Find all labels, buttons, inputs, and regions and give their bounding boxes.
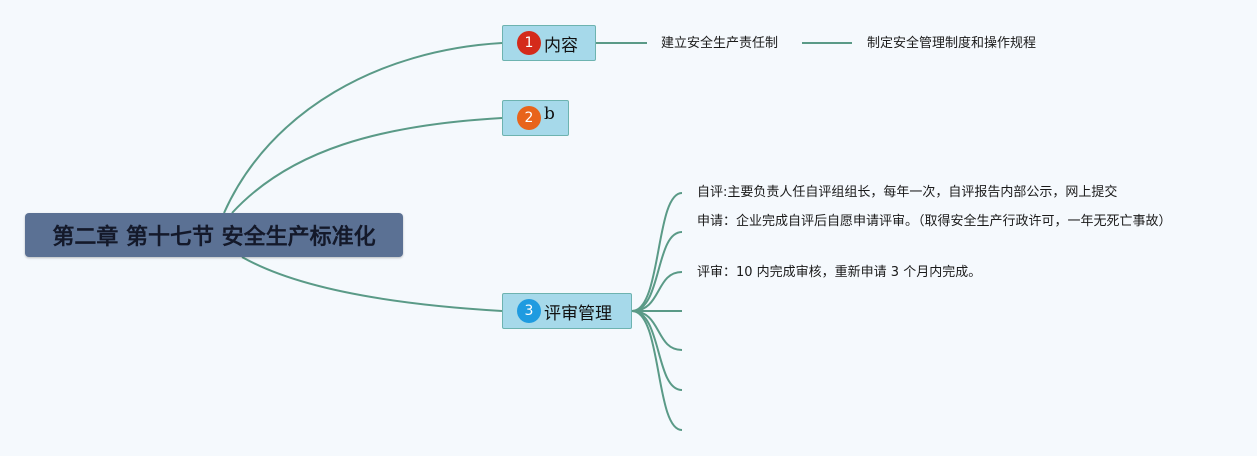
subtopic-application[interactable]: 申请：企业完成自评后自愿申请评审。（取得安全生产行政许可，一年无死亡事故） [697, 214, 1172, 229]
root-topic-title: 第二章 第十七节 安全生产标准化 [52, 225, 376, 250]
subtopic-review[interactable]: 评审：10 内完成审核，重新申请 3 个月内完成。 [697, 265, 982, 280]
connector-branch-3-child-1 [631, 192, 683, 312]
connector-branch-3-child-3 [631, 271, 683, 312]
number-badge-3: 3 [517, 299, 541, 323]
root-topic[interactable]: 第二章 第十七节 安全生产标准化 [25, 213, 403, 257]
connector-root-branch-1 [223, 42, 503, 214]
connector-root-branch-2 [231, 117, 503, 214]
number-badge-1: 1 [517, 31, 541, 55]
branch-label-1: 内容 [544, 35, 578, 56]
subtopic-self-evaluation[interactable]: 自评:主要负责人任自评组组长，每年一次，自评报告内部公示，网上提交 [697, 185, 1118, 200]
number-badge-2: 2 [517, 106, 541, 130]
connector-branch-3-child-7 [631, 310, 683, 431]
branch-topic-1[interactable]: 1 内容 [502, 25, 596, 61]
connector-branch-3-child-6 [631, 310, 683, 391]
subtopic-safety-responsibility[interactable]: 建立安全生产责任制 [661, 36, 779, 51]
branch-label-2: b [544, 104, 555, 124]
branch-label-3: 评审管理 [544, 303, 612, 324]
connector-root-branch-3 [241, 256, 503, 312]
branch-topic-2[interactable]: 2 b [502, 100, 569, 136]
branch-topic-3[interactable]: 3 评审管理 [502, 293, 632, 329]
subtopic-management-rules[interactable]: 制定安全管理制度和操作规程 [867, 36, 1037, 51]
connector-branch-3-child-2 [631, 231, 683, 312]
